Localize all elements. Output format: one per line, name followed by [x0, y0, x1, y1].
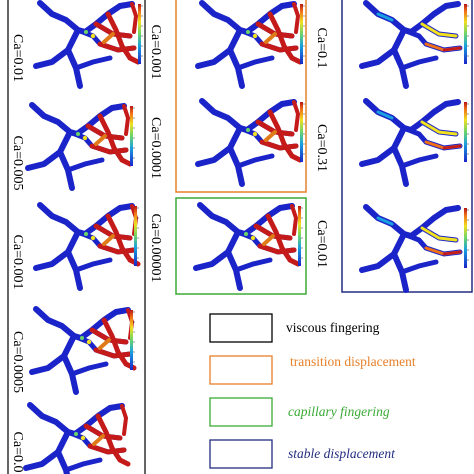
- label-col3-3: Ca=0.01: [314, 220, 329, 268]
- label-col3-1: Ca=0.1: [314, 28, 329, 69]
- legend: viscous fingering transition displacemen…: [209, 313, 416, 469]
- label-col2-2: Ca=0.0001: [148, 117, 163, 179]
- legend-swatch-viscous: [209, 313, 273, 343]
- panel-col1-1: [36, 3, 144, 86]
- panel-col3-3: [362, 207, 470, 290]
- panel-col3-1: [362, 3, 470, 86]
- column-borders: [7, 0, 146, 474]
- transition-group-box: [175, 0, 307, 193]
- panel-col3-2: [362, 101, 470, 184]
- label-col1-4: Ca=0.0005: [10, 331, 25, 393]
- legend-label-transition: transition displacement: [290, 354, 416, 369]
- panel-col2-1: [198, 3, 306, 86]
- legend-label-capillary: capillary fingering: [288, 404, 390, 419]
- legend-label-stable: stable displacement: [288, 446, 396, 461]
- label-col1-2: Ca=0.005: [10, 136, 25, 191]
- capillary-group-box: [175, 197, 307, 295]
- label-col1-1: Ca=0.01: [10, 34, 25, 82]
- label-col1-5: Ca=0.0: [10, 432, 25, 473]
- panel-col2-2: [198, 101, 306, 184]
- column-capillary: [196, 205, 304, 288]
- label-col3-2: Ca=0.31: [314, 124, 329, 172]
- panel-col1-5: [26, 405, 128, 474]
- panel-col1-2: [28, 105, 136, 188]
- panel-col2-3: [196, 205, 304, 288]
- label-col2-3: Ca=0.00001: [148, 214, 163, 283]
- panel-col1-3: [36, 205, 139, 288]
- label-col1-3: Ca=0.001: [10, 235, 25, 290]
- column-viscous: [26, 3, 144, 474]
- legend-label-viscous: viscous fingering: [286, 320, 380, 335]
- label-col2-1: Ca=0.001: [148, 25, 163, 80]
- column-transition: [198, 3, 306, 184]
- legend-swatch-capillary: [209, 397, 273, 427]
- legend-swatch-stable: [209, 439, 273, 469]
- panel-col1-4: [32, 309, 135, 392]
- legend-swatch-transition: [209, 355, 273, 385]
- column-stable: [362, 3, 470, 290]
